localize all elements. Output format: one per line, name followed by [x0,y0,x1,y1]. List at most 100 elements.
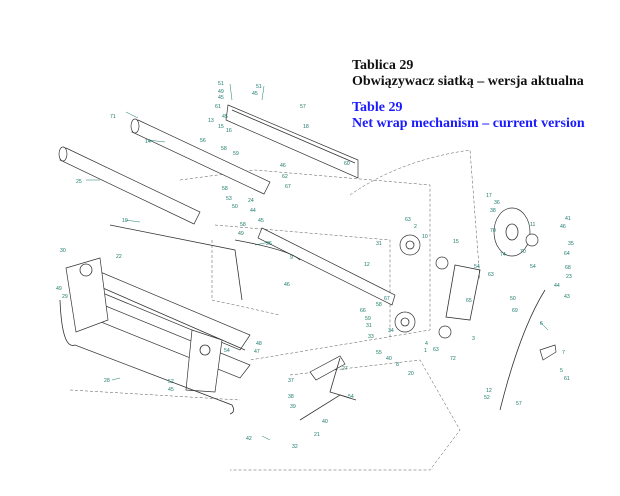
callout-c4: 4 [425,341,428,347]
callout-c3: 3 [472,336,475,342]
pulley-small-1 [435,256,452,339]
callout-c70b: 70 [520,249,526,255]
title-polish-table: Tablica 29 [352,58,414,73]
callout-c58b: 58 [222,186,228,192]
callout-c55: 55 [376,350,382,356]
callout-c39: 39 [290,404,296,410]
callout-c14: 14 [145,139,151,145]
callout-c74: 74 [500,252,506,258]
callout-c61: 61 [215,104,221,110]
callout-c53: 53 [226,196,232,202]
callout-c44a: 44 [250,208,256,214]
callout-c59b: 59 [365,316,371,322]
callout-c40b: 40 [322,419,328,425]
callout-c40a: 40 [386,356,392,362]
callout-c35: 35 [568,241,574,247]
callout-c36: 36 [494,200,500,206]
callout-c50: 50 [232,204,238,210]
callout-c16: 16 [226,128,232,134]
callout-c31b: 31 [366,323,372,329]
callout-c51: 51 [218,81,224,87]
callout-c31a: 31 [376,241,382,247]
title-polish-subtitle: Obwiązywacz siatką – wersja aktualna [352,74,584,89]
callout-c63a: 63 [405,217,411,223]
callout-c29: 29 [62,294,68,300]
title-block: Tablica 29 Obwiązywacz siatką – wersja a… [352,58,614,132]
callout-c71: 71 [110,114,116,120]
callout-c63b: 63 [488,272,494,278]
drive-belt-65 [445,264,481,321]
callout-c62: 62 [282,174,288,180]
callout-c12b: 12 [486,388,492,394]
callout-c54b: 54 [474,264,480,270]
callout-c46c: 46 [284,282,290,288]
callout-c68: 68 [565,265,571,271]
left-side-plate [65,257,109,333]
callout-c47: 47 [254,349,260,355]
title-english-subtitle: Net wrap mechanism – current version [352,116,585,131]
callout-c67b: 67 [384,296,390,302]
lever-assembly-37 [309,355,351,399]
callout-c23: 23 [566,274,572,280]
callout-c11: 11 [530,222,535,228]
callout-c8: 8 [396,362,399,368]
callout-c24: 24 [248,198,254,204]
upper-cover-panel [225,104,359,179]
callout-c37: 37 [288,378,294,384]
callout-c69: 69 [512,308,518,314]
callout-c10: 10 [422,234,428,240]
callout-c17a: 17 [486,193,492,199]
lower-bracket-28 [59,299,234,415]
callout-c45e: 45 [168,387,174,393]
callout-c42: 42 [246,436,252,442]
drive-sprocket-left [394,234,421,333]
callout-c12: 12 [364,262,370,268]
callout-c46a: 46 [280,163,286,169]
callout-c72: 72 [450,356,456,362]
upper-roller-14 [130,118,271,195]
callout-c45c: 45 [222,114,228,120]
callout-c56: 56 [200,138,206,144]
callout-c15b: 15 [453,239,459,245]
callout-c2: 2 [414,224,417,230]
callout-c45b: 45 [252,91,258,97]
right-idler-11 [525,233,539,247]
callout-c57b: 57 [516,401,522,407]
callout-c28: 28 [104,378,110,384]
callout-c5: 5 [560,368,563,374]
callout-c1: 1 [424,348,427,354]
callout-c66: 66 [360,308,366,314]
callout-c58d: 58 [376,302,382,308]
callout-c49c: 49 [56,286,62,292]
callout-c57a: 57 [300,104,306,110]
callout-c49: 49 [218,89,224,95]
roller-25 [58,146,201,225]
callout-c21: 21 [314,432,320,438]
callout-c18: 18 [303,124,309,130]
lever-7 [539,344,557,361]
callout-c15: 15 [218,124,224,130]
machine-frame-outline [69,149,481,471]
callout-c33: 33 [368,334,374,340]
callout-c32: 32 [292,444,298,450]
callout-c48: 48 [256,341,262,347]
callout-c7: 7 [562,350,565,356]
callout-c19: 19 [122,218,128,224]
callout-c52b: 52 [484,395,490,401]
callout-c34: 34 [388,328,394,334]
callout-c65: 65 [466,298,472,304]
callout-c27: 27 [342,366,348,372]
callout-c44b: 44 [554,283,560,289]
callout-c45d: 45 [258,218,264,224]
callout-c49b: 49 [238,231,244,237]
callout-c26: 26 [266,241,272,247]
callout-c64: 64 [564,251,570,257]
callout-c50b: 50 [510,296,516,302]
callout-c13: 13 [208,118,214,124]
title-english-table: Table 29 [352,100,403,115]
callout-c25: 25 [76,179,82,185]
callout-c60: 60 [344,161,350,167]
callout-c70a: 70 [490,228,496,234]
callout-c51b: 51 [256,84,262,90]
